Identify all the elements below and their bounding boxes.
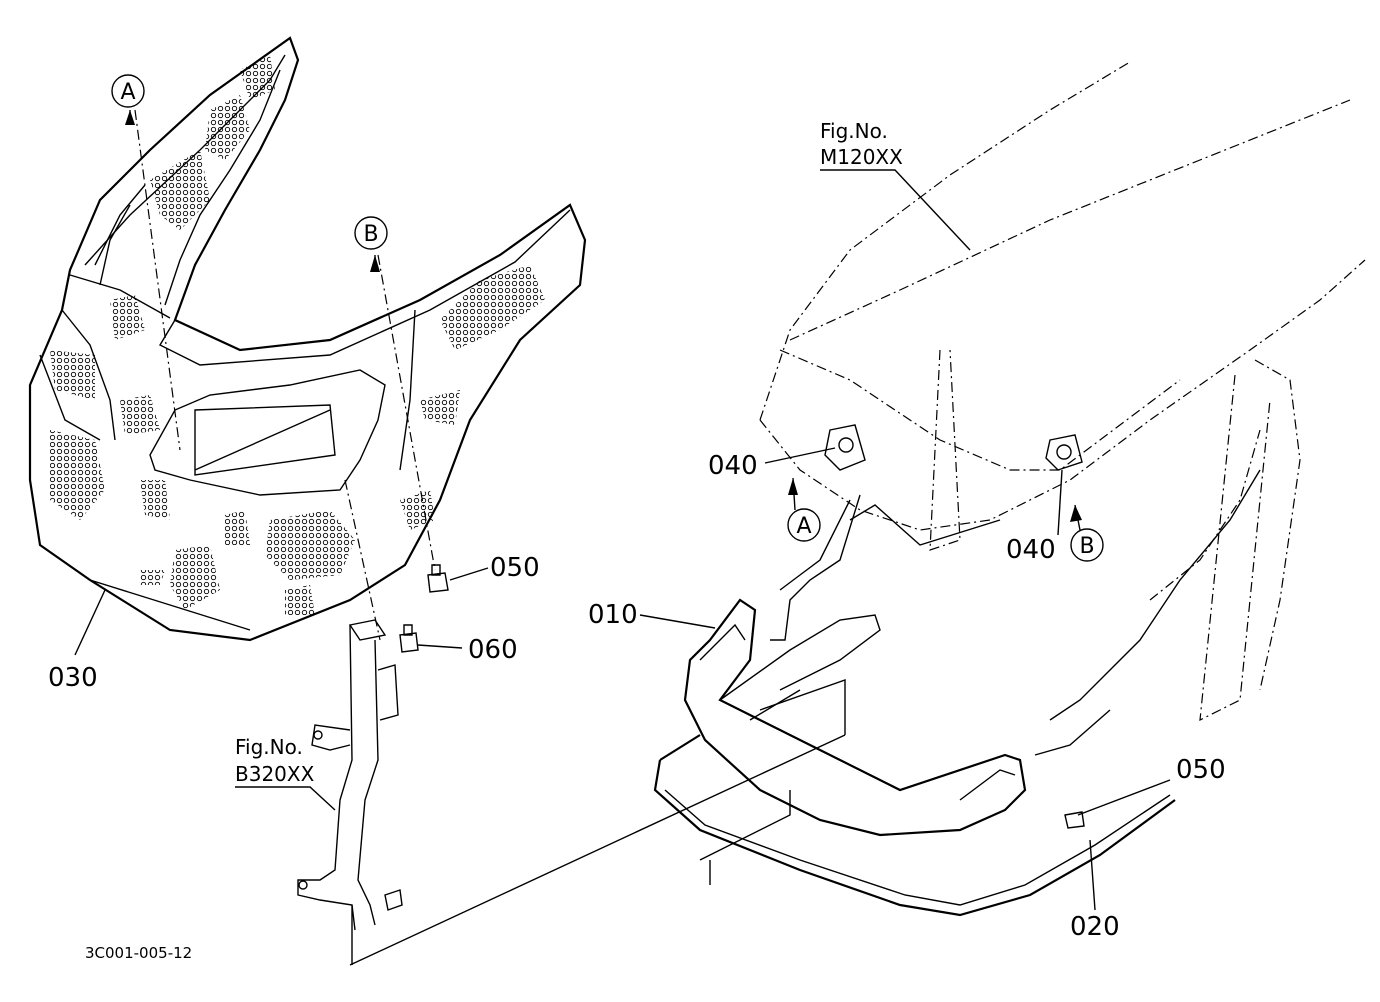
front-grille-part: [28, 36, 587, 642]
part-label-020: 020: [1070, 912, 1120, 942]
leader-lines: [74, 169, 1171, 911]
marker-b-right: B: [1070, 528, 1104, 562]
fig-ref-b320xx-number: B320XX: [235, 762, 315, 786]
bumper-molding-strip: [653, 734, 1176, 917]
bolt-050-left: [427, 564, 449, 593]
marker-b-left-text: B: [363, 222, 378, 247]
support-bracket: [297, 619, 403, 931]
part-label-050-right: 050: [1176, 755, 1226, 785]
marker-a-right-text: A: [796, 514, 811, 539]
drawing-code: 3C001-005-12: [85, 944, 192, 962]
marker-a-left-text: A: [120, 80, 135, 105]
assembly-lines: [134, 109, 846, 966]
part-label-050-left: 050: [490, 553, 540, 583]
marker-arrows: [125, 110, 1082, 531]
fig-ref-m120xx-label: Fig.No.: [820, 119, 888, 143]
marker-a-left: A: [111, 74, 145, 108]
fig-ref-b320xx: Fig.No. B320XX: [235, 735, 315, 786]
fig-ref-m120xx: Fig.No. M120XX: [820, 119, 903, 169]
marker-a-right: A: [787, 508, 821, 542]
bolt-060: [399, 624, 419, 653]
marker-b-left: B: [354, 216, 388, 250]
marker-b-right-text: B: [1079, 534, 1094, 559]
part-label-060: 060: [468, 635, 518, 665]
part-label-010: 010: [588, 600, 638, 630]
fig-ref-m120xx-number: M120XX: [820, 145, 903, 169]
hood-assembly: [759, 61, 1366, 829]
fig-ref-b320xx-label: Fig.No.: [235, 735, 303, 759]
part-label-040-right: 040: [1006, 535, 1056, 565]
front-bumper-part: [683, 598, 1027, 837]
part-label-040-left: 040: [708, 451, 758, 481]
part-label-030: 030: [48, 663, 98, 693]
